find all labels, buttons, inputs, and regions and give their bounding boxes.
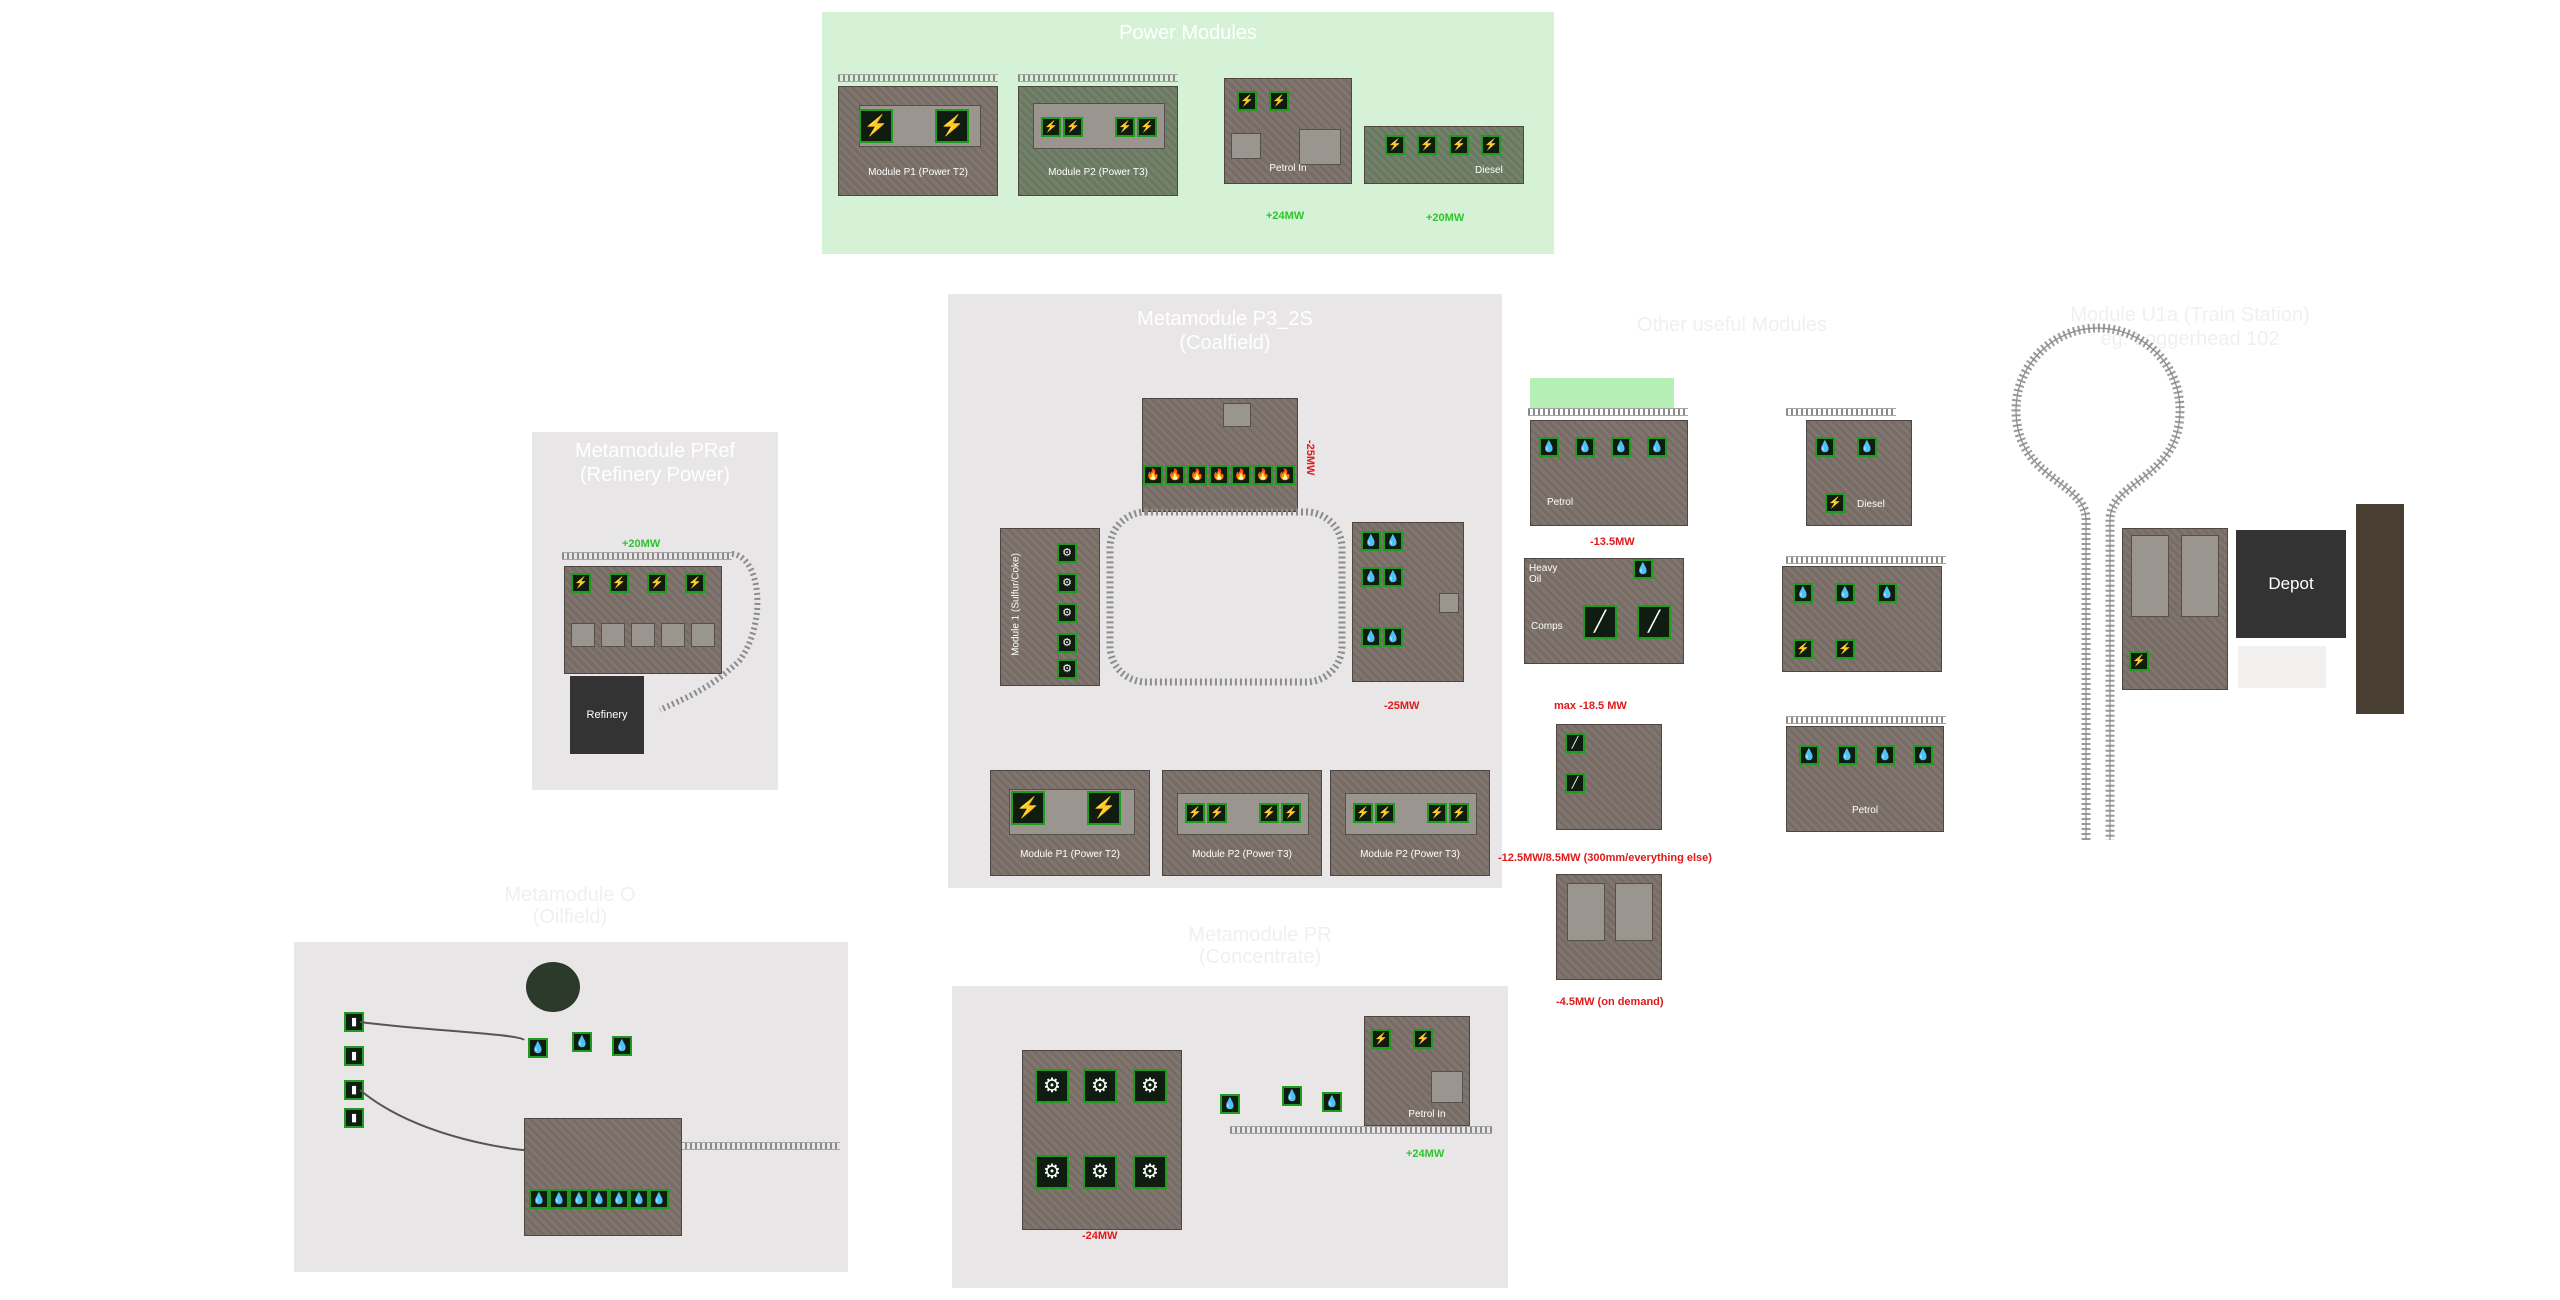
tank xyxy=(2131,535,2169,617)
depot-pad xyxy=(2238,646,2326,688)
rail-wall xyxy=(2356,504,2404,714)
depot-label: Depot xyxy=(2268,574,2313,593)
lightning-icon: ⚡ xyxy=(2129,651,2149,671)
tank xyxy=(2181,535,2219,617)
station-module[interactable]: ⚡ xyxy=(2122,528,2228,690)
depot[interactable]: Depot xyxy=(2236,530,2346,638)
